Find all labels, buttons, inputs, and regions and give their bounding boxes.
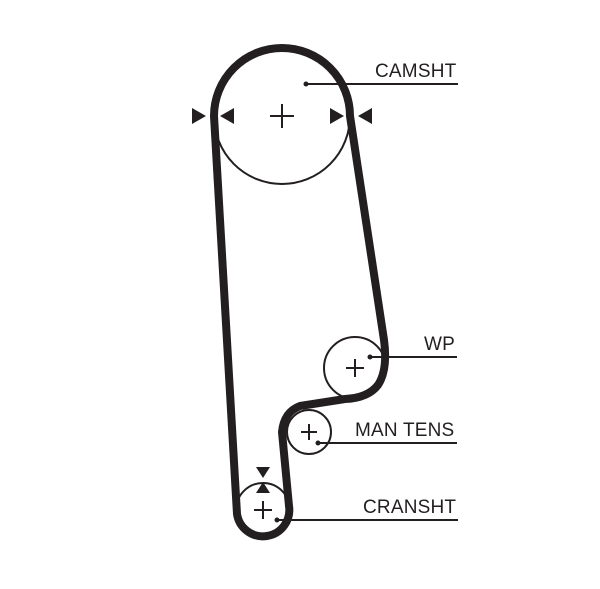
water-pump-leader-line bbox=[367, 354, 457, 360]
camshaft-label: CAMSHT bbox=[375, 61, 457, 82]
tensioner-center-cross-icon bbox=[301, 424, 317, 440]
crankshaft-center-cross-icon bbox=[254, 501, 272, 519]
timing-mark-arrow-icon bbox=[256, 467, 270, 478]
camshaft-leader-line bbox=[303, 81, 458, 87]
timing-belt bbox=[210, 44, 390, 541]
crankshaft-label: CRANSHT bbox=[363, 497, 457, 518]
timing-mark-arrow-icon bbox=[330, 108, 344, 124]
manual-tensioner-pulley bbox=[286, 409, 332, 455]
water-pump-label: WP bbox=[424, 334, 456, 355]
camshaft-center-cross-icon bbox=[270, 104, 294, 128]
manual-tensioner-label: MAN TENS bbox=[355, 420, 455, 441]
water-pump-center-cross-icon bbox=[346, 359, 364, 377]
crankshaft-leader-line bbox=[274, 517, 458, 523]
tensioner-leader-line bbox=[315, 440, 457, 446]
timing-mark-arrow-icon bbox=[192, 108, 206, 124]
timing-mark-arrow-icon bbox=[256, 482, 270, 493]
timing-mark-arrow-icon bbox=[358, 108, 372, 124]
timing-mark-arrow-icon bbox=[220, 108, 234, 124]
